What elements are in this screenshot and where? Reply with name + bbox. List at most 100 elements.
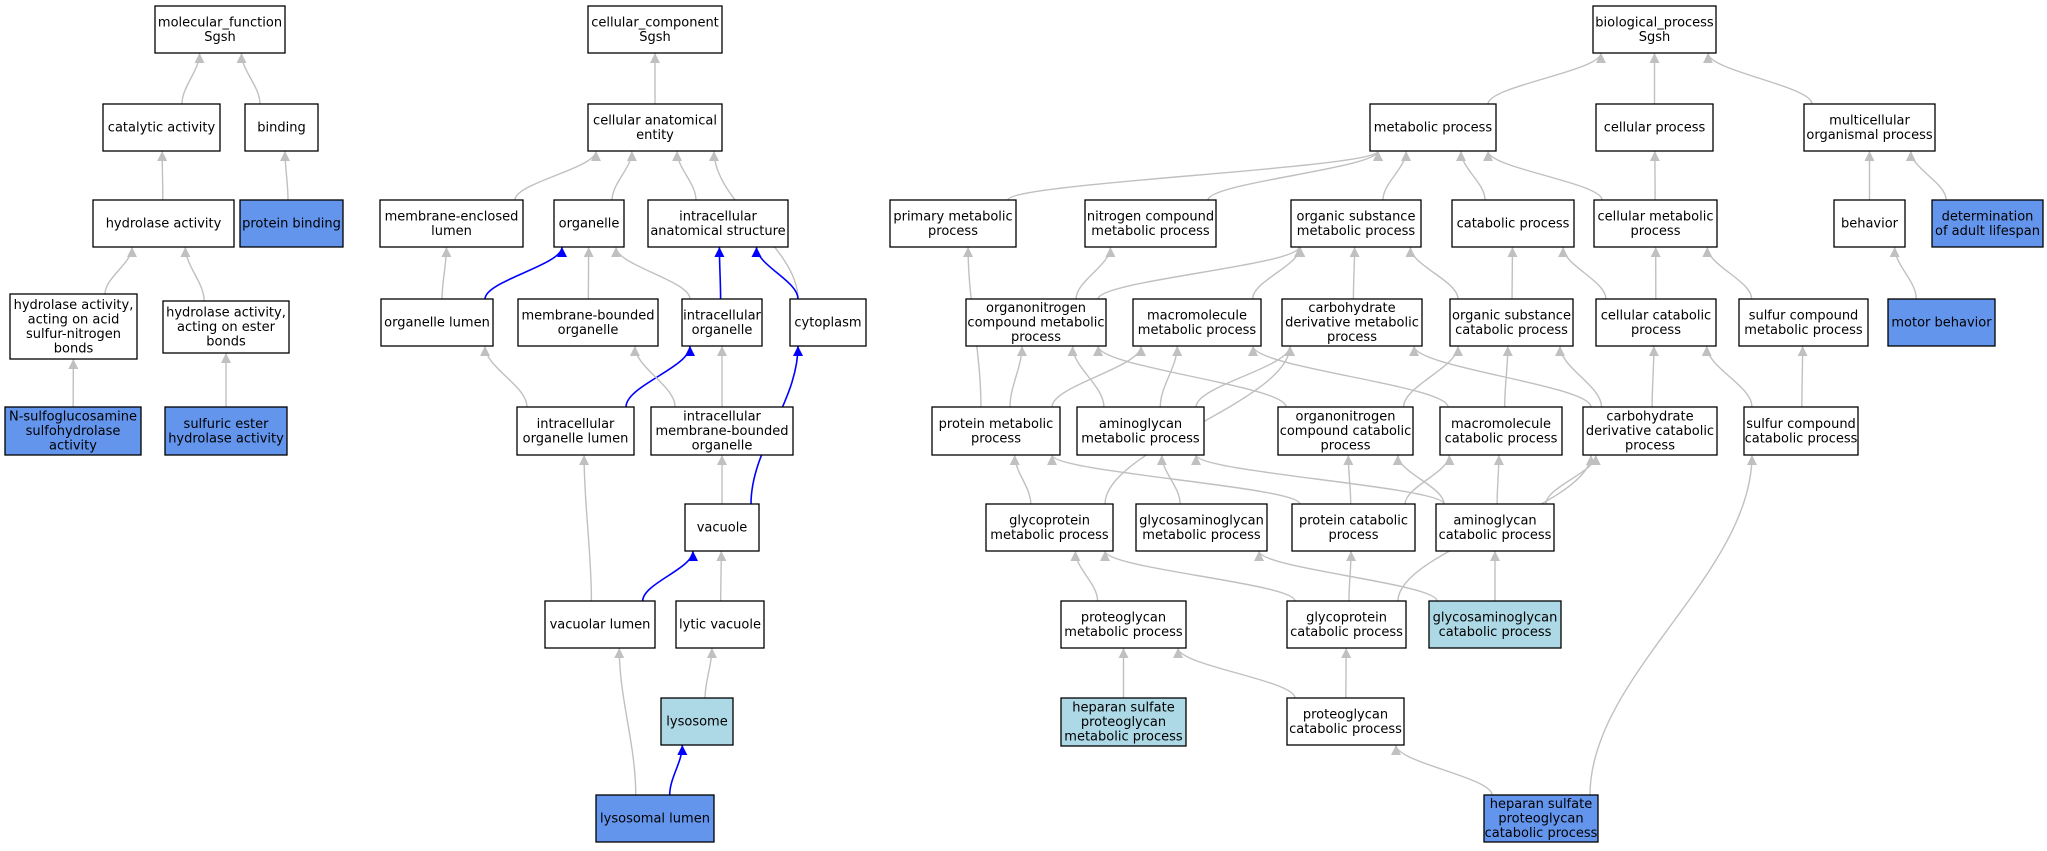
node-binding[interactable]: binding xyxy=(244,103,319,152)
edge-cytoplasm-to-ias xyxy=(751,246,799,300)
edge-sulfur_met-to-cell_met xyxy=(1702,246,1753,300)
node-label-line: membrane-bounded xyxy=(521,308,654,323)
edge-iol-to-io xyxy=(625,345,695,408)
node-box xyxy=(517,298,659,347)
node-box xyxy=(164,406,288,456)
node-protein_binding[interactable]: protein binding xyxy=(239,199,344,248)
edge-lyso_lumen-to-lysosome xyxy=(668,744,688,796)
edge-orgN_met-to-nitrogen_met xyxy=(1075,246,1116,300)
node-label-line: sulfur-nitrogen xyxy=(26,327,121,342)
node-box xyxy=(1369,103,1497,152)
node-box xyxy=(1451,199,1575,248)
node-label-line: nitrogen compound xyxy=(1087,209,1214,224)
edge-protein_cat-to-macro_cat xyxy=(1404,454,1455,505)
edge-lyso_lumen-to-vac_lumen xyxy=(614,647,637,796)
node-label-line: carbohydrate xyxy=(1606,410,1693,425)
edge-sulfur_cat-to-cell_cat xyxy=(1701,345,1753,408)
node-label-line: process xyxy=(1329,528,1379,543)
node-behavior[interactable]: behavior xyxy=(1833,199,1906,248)
node-motor[interactable]: motor behavior xyxy=(1887,298,1996,347)
node-hydrolase[interactable]: hydrolase activity xyxy=(92,199,235,248)
edge-organic_cat-to-organic_met xyxy=(1405,246,1459,300)
node-lytic_vac[interactable]: lytic vacuole xyxy=(675,600,765,649)
node-box xyxy=(1428,600,1562,649)
node-box xyxy=(1439,406,1563,456)
node-label-line: vacuolar lumen xyxy=(550,618,651,633)
node-catabolic[interactable]: catabolic process xyxy=(1451,199,1575,248)
node-vacuole[interactable]: vacuole xyxy=(684,503,760,552)
node-lysosome[interactable]: lysosome xyxy=(660,697,734,746)
node-box xyxy=(1060,600,1187,649)
node-box xyxy=(1435,503,1555,552)
node-cytoplasm[interactable]: cytoplasm xyxy=(789,298,867,347)
edge-organic_met-to-metabolic xyxy=(1382,150,1412,201)
node-label-line: metabolic process xyxy=(1374,121,1493,136)
node-box xyxy=(1291,503,1416,552)
node-organelle[interactable]: organelle xyxy=(553,199,625,248)
edge-aminog_met-to-orgN_met xyxy=(1067,345,1105,408)
edge-binding-to-mf xyxy=(236,52,261,105)
node-lyso_lumen[interactable]: lysosomal lumen xyxy=(595,794,715,843)
node-label-line: catabolic process xyxy=(1485,826,1598,841)
node-box xyxy=(1592,5,1717,54)
node-catalytic[interactable]: catalytic activity xyxy=(102,103,221,152)
node-hyd_acid[interactable]: hydrolase activity,acting on acidsulfur-… xyxy=(9,293,138,360)
node-label-line: aminoglycan xyxy=(1099,417,1182,432)
node-metabolic[interactable]: metabolic process xyxy=(1369,103,1497,152)
edge-io-to-organelle xyxy=(611,246,691,300)
node-label-line: biological_process xyxy=(1595,15,1714,30)
node-label-line: aminoglycan xyxy=(1453,513,1536,528)
node-vac_lumen[interactable]: vacuolar lumen xyxy=(544,600,656,649)
node-box xyxy=(965,298,1107,347)
edge-iol-to-org_lumen xyxy=(480,345,528,408)
node-cellular_proc[interactable]: cellular process xyxy=(1595,103,1714,152)
node-org_lumen[interactable]: organelle lumen xyxy=(380,298,494,347)
node-label-line: primary metabolic xyxy=(893,209,1012,224)
node-box xyxy=(1084,199,1217,248)
node-label-line: membrane-bounded xyxy=(655,424,788,439)
node-box xyxy=(1743,406,1859,456)
node-label-line: organonitrogen xyxy=(986,301,1086,316)
